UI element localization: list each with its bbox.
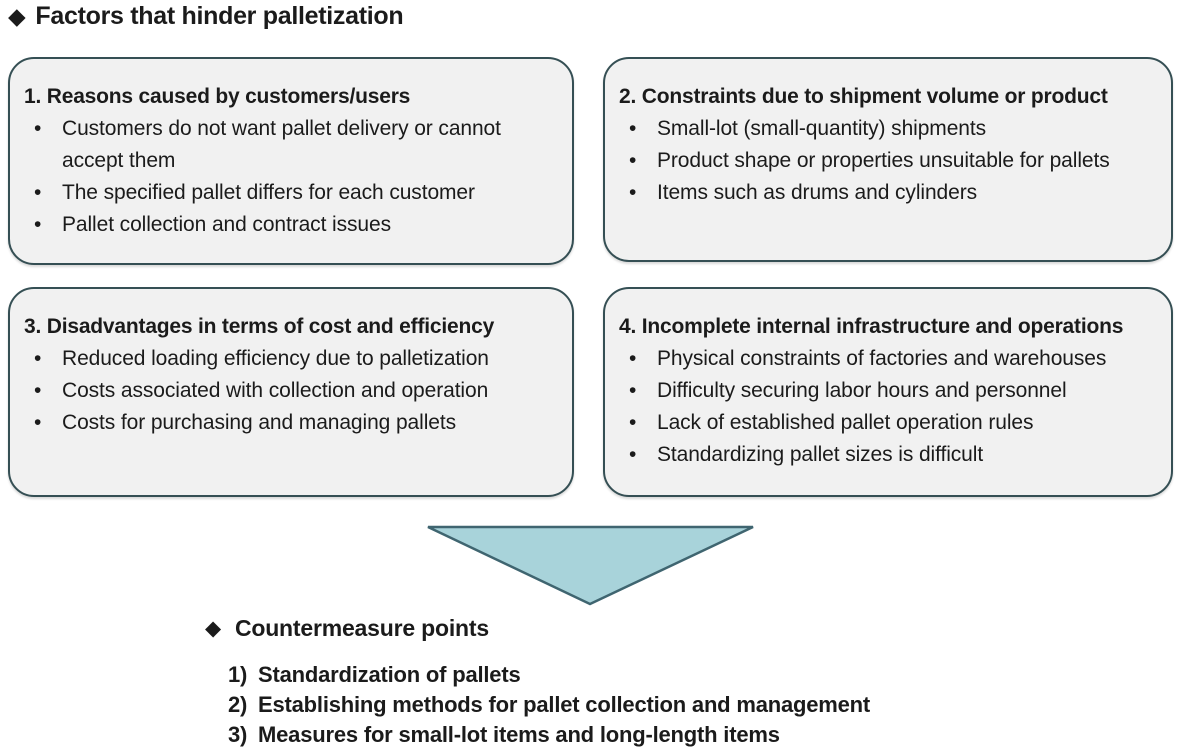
bullet-item: Lack of established pallet operation rul… [619, 407, 1153, 439]
countermeasure-item: 1) Standardization of pallets [228, 660, 870, 690]
countermeasure-list: 1) Standardization of pallets 2) Establishi… [228, 660, 870, 750]
bullet-item: Costs for purchasing and managing pallet… [24, 407, 554, 439]
factor-box-3-bullets: Reduced loading efficiency due to pallet… [24, 343, 554, 439]
countermeasure-item: 3) Measures for small-lot items and long-… [228, 720, 870, 750]
bullet-item: Physical constraints of factories and wa… [619, 343, 1153, 375]
countermeasure-text: Standardization of pallets [258, 662, 521, 687]
bullet-item: The specified pallet differs for each cu… [24, 177, 554, 209]
bullet-item: Costs associated with collection and ope… [24, 375, 554, 407]
bullet-item: Product shape or properties unsuitable f… [619, 145, 1153, 177]
factor-box-1: 1. Reasons caused by customers/users Cus… [8, 57, 574, 265]
factor-box-3: 3. Disadvantages in terms of cost and ef… [8, 287, 574, 497]
bullet-item: Pallet collection and contract issues [24, 209, 554, 241]
countermeasure-number: 3) [228, 722, 248, 747]
countermeasure-text: Measures for small-lot items and long-le… [258, 722, 780, 747]
countermeasure-item: 2) Establishing methods for pallet collec… [228, 690, 870, 720]
diamond-icon: ◆ [8, 3, 26, 29]
countermeasure-number: 1) [228, 662, 248, 687]
countermeasure-number: 2) [228, 692, 248, 717]
down-arrow-icon [420, 518, 760, 610]
bullet-item: Reduced loading efficiency due to pallet… [24, 343, 554, 375]
bullet-item: Customers do not want pallet delivery or… [24, 113, 554, 177]
countermeasure-heading: ◆ Countermeasure points [205, 615, 489, 642]
bullet-item: Standardizing pallet sizes is difficult [619, 439, 1153, 471]
factor-box-4-heading: 4. Incomplete internal infrastructure an… [619, 315, 1124, 338]
factor-box-4-bullets: Physical constraints of factories and wa… [619, 343, 1153, 471]
factor-box-2: 2. Constraints due to shipment volume or… [603, 57, 1173, 262]
down-arrow-shape [427, 525, 754, 606]
factor-box-2-heading: 2. Constraints due to shipment volume or… [619, 85, 1108, 108]
countermeasure-text: Establishing methods for pallet collecti… [258, 692, 871, 717]
bullet-item: Difficulty securing labor hours and pers… [619, 375, 1153, 407]
page-title-text: Factors that hinder palletization [35, 2, 404, 30]
factor-box-4: 4. Incomplete internal infrastructure an… [603, 287, 1173, 497]
factor-box-1-heading: 1. Reasons caused by customers/users [24, 85, 411, 108]
countermeasure-heading-text: Countermeasure points [234, 615, 489, 641]
factor-box-1-bullets: Customers do not want pallet delivery or… [24, 113, 554, 241]
factor-box-3-heading: 3. Disadvantages in terms of cost and ef… [24, 315, 495, 338]
bullet-item: Items such as drums and cylinders [619, 177, 1153, 209]
diamond-icon: ◆ [205, 617, 221, 640]
page-title: ◆ Factors that hinder palletization [8, 2, 404, 31]
bullet-item: Small-lot (small-quantity) shipments [619, 113, 1153, 145]
factor-box-2-bullets: Small-lot (small-quantity) shipmentsProd… [619, 113, 1153, 209]
